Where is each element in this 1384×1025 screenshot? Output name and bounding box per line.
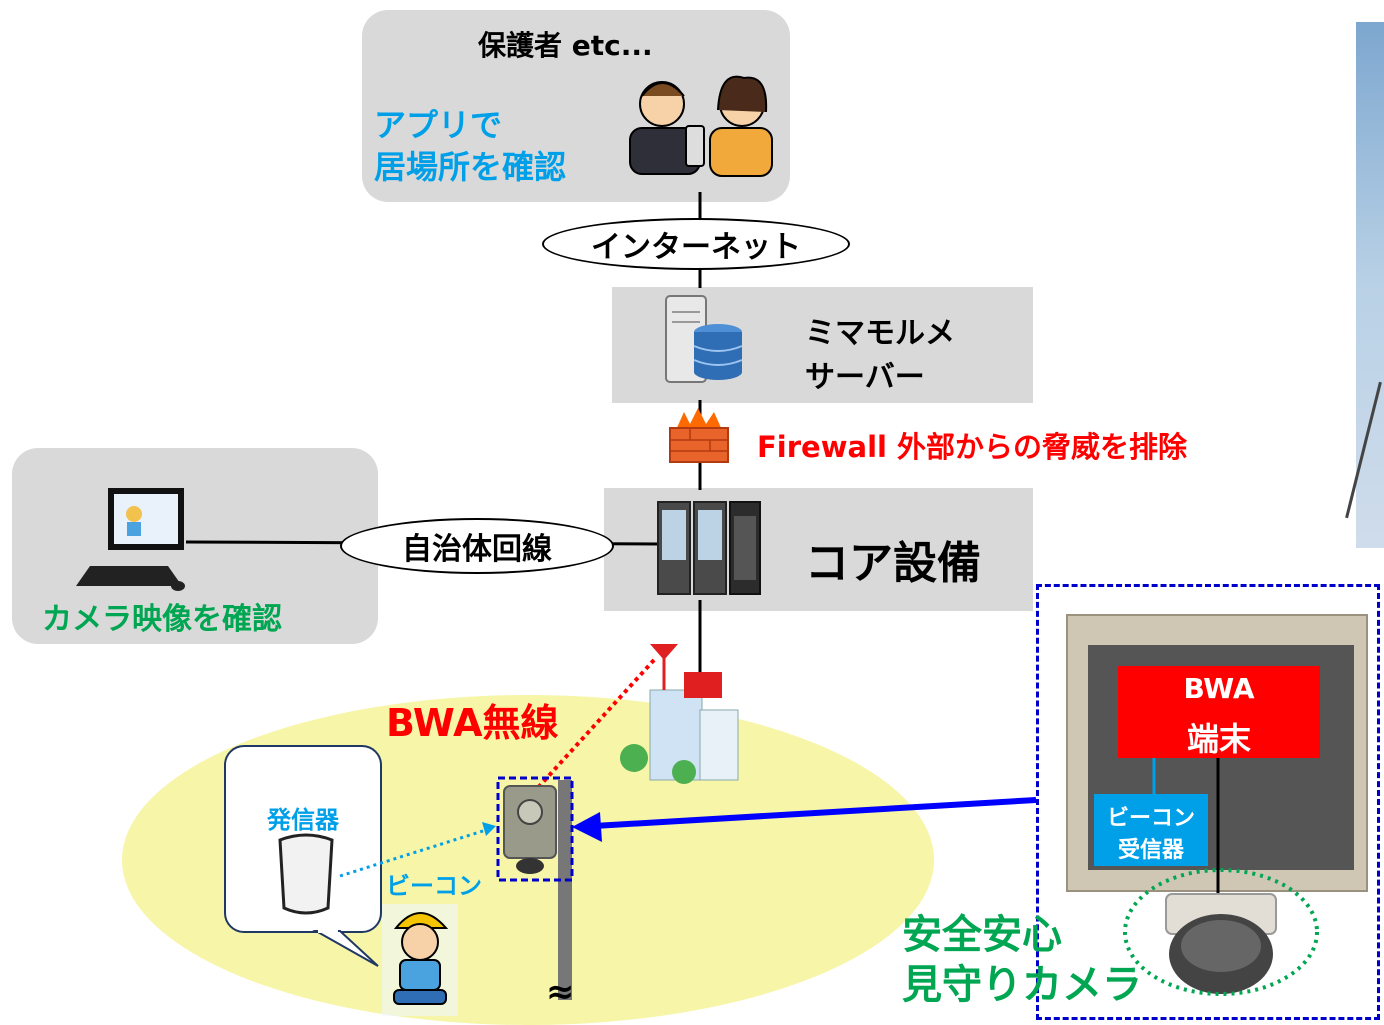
beacon-arrowhead xyxy=(482,822,496,836)
blue-arrow-line xyxy=(593,797,1037,829)
blue-arrowhead xyxy=(572,812,602,842)
pole-break-symbol: ≈ xyxy=(546,972,575,1012)
wireless-label: BWA無線 xyxy=(386,701,559,745)
guardian-note-line2: 居場所を確認 xyxy=(374,148,567,186)
municipal-panel xyxy=(12,448,378,644)
internet-ellipse: インターネット xyxy=(542,218,850,270)
dome-camera-icon xyxy=(1165,893,1277,994)
pole xyxy=(558,780,572,1000)
core-label: コア設備 xyxy=(805,538,981,589)
building-icon xyxy=(620,672,739,784)
server-name-line1: ミマモルメ xyxy=(805,316,955,351)
computer-icon xyxy=(76,488,185,591)
beacon-dotted-line xyxy=(339,828,487,878)
internet-label: インターネット xyxy=(591,230,801,265)
firewall-label: Firewall 外部からの脅威を排除 xyxy=(757,430,1188,464)
people-icon xyxy=(629,75,773,177)
guardian-note-line1: アプリで xyxy=(374,106,503,144)
camera-box-frame xyxy=(1036,584,1380,1020)
beacon-tag-icon xyxy=(278,833,334,915)
beacon-receiver-line2: 受信器 xyxy=(1117,838,1184,863)
camera-caption-line1: 安全安心 xyxy=(902,912,1062,958)
wireless-dotted-line xyxy=(532,658,656,794)
municipal-note: カメラ映像を確認 xyxy=(42,602,282,637)
camera-dashed-frame xyxy=(496,776,574,882)
camera-dotted-ellipse xyxy=(1123,868,1319,996)
child-icon xyxy=(382,904,458,1016)
beacon-receiver-line1: ビーコン xyxy=(1106,806,1195,831)
firewall-icon xyxy=(669,408,729,463)
server-name-line2: サーバー xyxy=(805,360,925,395)
bwa-terminal-line1: BWA xyxy=(1183,672,1255,705)
transmitter-title: 発信器 xyxy=(267,806,339,834)
server-rack-icon xyxy=(657,501,761,595)
antenna-icon xyxy=(650,644,678,690)
bwa-terminal-box xyxy=(1118,666,1320,758)
beacon-receiver-box xyxy=(1094,794,1208,866)
bwa-terminal-line2: 端末 xyxy=(1186,720,1251,758)
guardian-title: 保護者 etc... xyxy=(478,29,653,62)
municipal-line-ellipse: 自治体回線 xyxy=(340,518,614,574)
camera-caption-line2: 見守りカメラ xyxy=(902,962,1142,1008)
bubble-tail xyxy=(312,930,379,967)
municipal-line-label: 自治体回線 xyxy=(402,532,552,567)
beacon-label: ビーコン xyxy=(386,872,482,900)
server-icon xyxy=(665,295,743,383)
